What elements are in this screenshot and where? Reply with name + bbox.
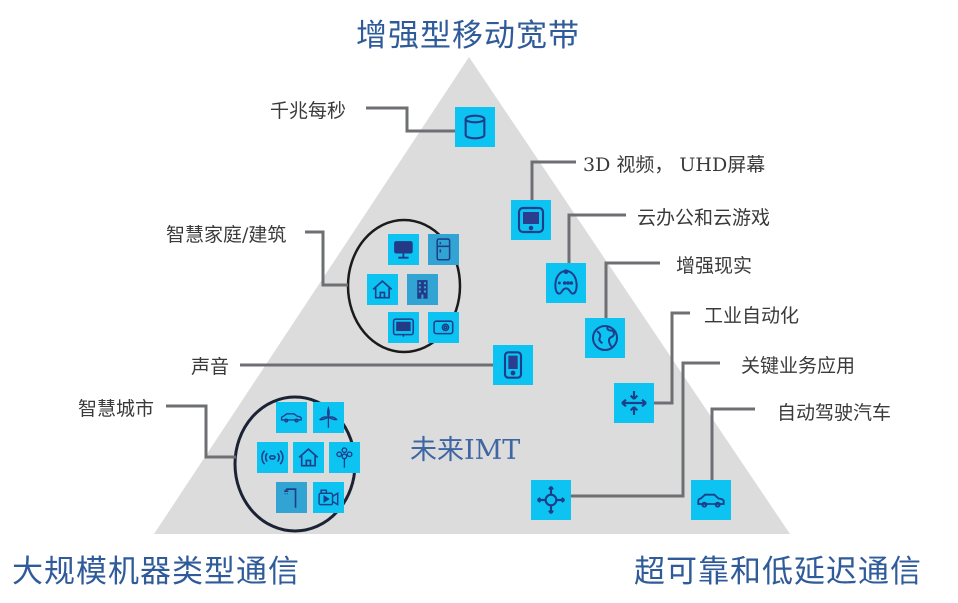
label-mission-critical: 关键业务应用 [741,355,856,377]
wind-turbine-icon [319,406,338,428]
city-car-icon-box [276,402,307,433]
ar-icon-box [585,318,625,358]
industry-icon-box [614,383,654,423]
connector-smart-home [305,230,348,287]
connector-cloud-gaming [567,213,626,263]
tree-icon [336,447,353,468]
washing-machine-icon [433,320,454,335]
title-urllc: 超可靠和低延迟通信 [634,554,922,590]
connector-3d-video [530,160,576,200]
center-label-future-imt: 未来IMT [410,435,521,466]
home-fridge-icon-box [428,234,459,265]
self-driving-icon-box [691,480,731,520]
connector-industry [654,311,690,405]
home-desktop-icon-box [388,234,419,265]
network-node-icon [537,486,565,514]
smartphone-icon [503,351,523,379]
connector-smart-city [166,404,236,459]
connector-ar [604,261,660,318]
database-cylinder-icon [464,114,486,140]
connector-mission-critical [571,361,720,498]
house-icon [372,280,393,299]
tablet-screen-icon [517,206,545,234]
label-3d-video: 3D 视频， UHD屏幕 [583,154,766,176]
globe-icon [592,325,618,351]
city-house-icon-box [293,442,324,473]
voice-icon-box [493,345,533,385]
desktop-monitor-icon [394,241,413,259]
home-building-icon-box [407,274,438,305]
gaming-icon-box [546,263,586,303]
gbps-icon-box [455,107,495,147]
wireless-signal-icon [261,450,284,465]
city-lamp-icon-box [276,482,307,513]
label-smart-city: 智慧城市 [78,398,155,420]
city-turbine-icon-box [313,402,344,433]
gamepad-icon [554,269,578,295]
label-gbps: 千兆每秒 [270,100,347,122]
title-mmtc: 大规模机器类型通信 [12,554,300,590]
tv-icon [392,318,415,337]
car-icon [697,493,725,508]
home-tv-icon-box [388,312,419,343]
home-washer-icon-box [428,312,459,343]
street-lamp-icon [284,488,297,508]
car-icon [281,413,302,423]
building-icon [417,280,428,299]
label-self-driving: 自动驾驶汽车 [777,402,892,424]
city-camera-icon-box [313,482,344,513]
connector-gbps [366,106,455,133]
label-smart-home: 智慧家庭/建筑 [166,224,287,246]
label-industry-automation: 工业自动化 [704,305,800,327]
city-signal-icon-box [257,442,288,473]
label-ar: 增强现实 [676,255,753,277]
video-icon-box [511,200,551,240]
label-voice: 声音 [191,356,230,378]
label-cloud-gaming: 云办公和云游戏 [637,207,771,229]
city-tree-icon-box [329,442,360,473]
arrows-converge-icon [621,391,647,415]
mission-critical-icon-box [531,480,571,520]
fridge-icon [436,238,451,261]
home-house-icon-box [367,274,398,305]
title-embb: 增强型移动宽带 [356,18,580,54]
house-icon [298,448,319,467]
video-camera-icon [318,489,339,507]
connector-self-driving [710,407,755,480]
